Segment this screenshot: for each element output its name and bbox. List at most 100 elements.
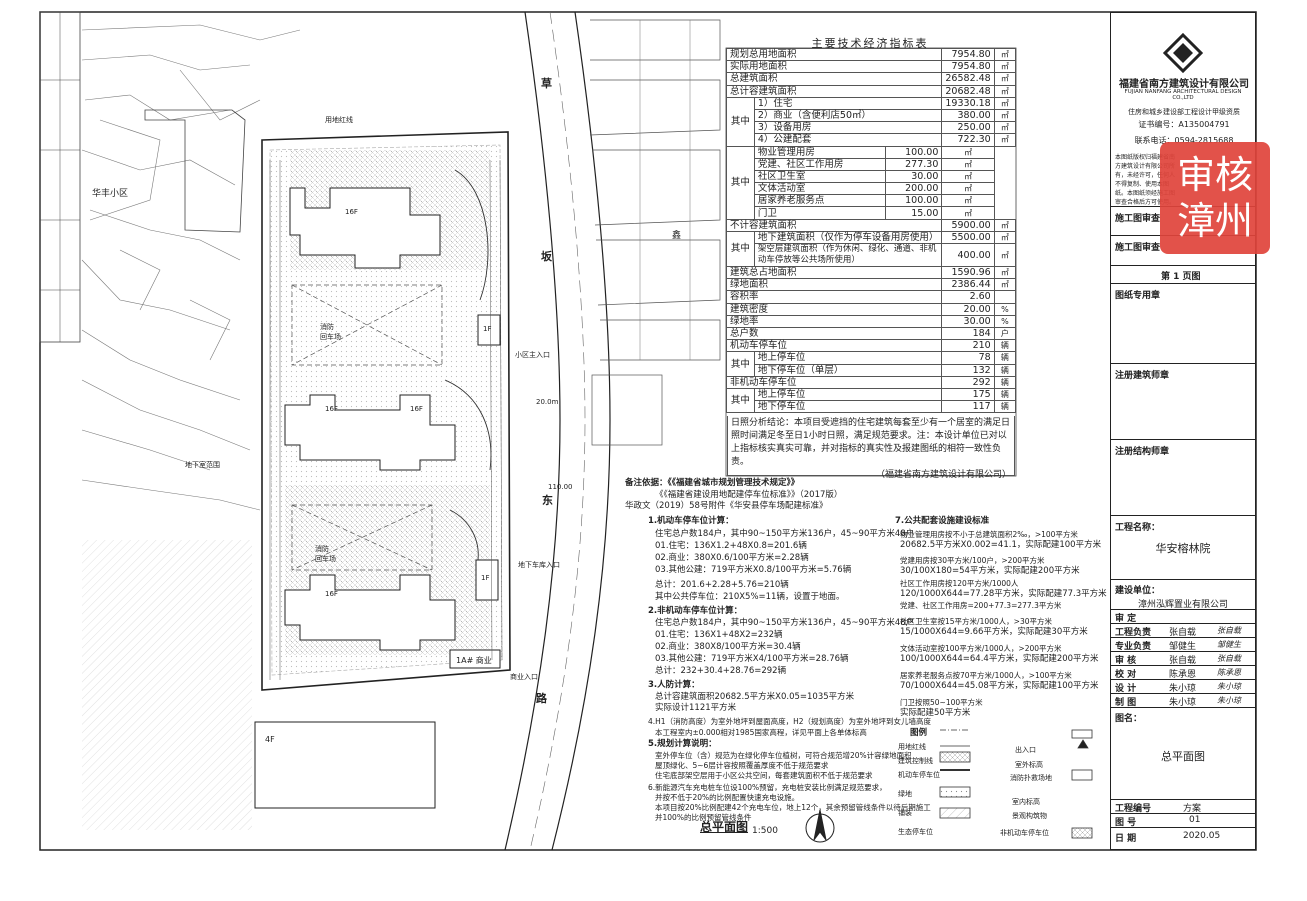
indicator-value: 100.00	[884, 194, 943, 208]
redline-label: 用地红线	[325, 116, 353, 124]
stage-value: 方案	[1183, 804, 1202, 814]
road-width-label: 20.0m	[536, 398, 559, 406]
notes-s1e: 总计：201.6+2.28+5.76=210辆	[655, 580, 789, 590]
indicator-value: 15.00	[884, 206, 943, 220]
legend-item: 建筑控制线	[898, 757, 933, 765]
company-logo-icon	[1162, 32, 1204, 74]
notes-c7g: 党建、社区工作用房=200+77.3=277.3平方米	[900, 601, 1062, 610]
fire-yard-label-2: 消防 回车场	[315, 545, 336, 563]
indicator-name: 3）设备用房	[753, 121, 943, 135]
indicator-unit: ㎡	[993, 265, 1017, 280]
indicator-note-sign: （福建省南方建筑设计有限公司）	[875, 470, 1011, 480]
legend-item: 消防扑救场地	[1010, 774, 1052, 782]
road-label-north-2: 坂	[541, 250, 552, 263]
staff-signature: 朱小琼	[1217, 696, 1241, 705]
staff-signature: 张自载	[1217, 626, 1241, 635]
indicator-value: 19330.18	[941, 96, 995, 110]
staff-role: 工程负责	[1115, 628, 1152, 638]
indicator-name: 门卫	[753, 206, 886, 220]
company-name: 福建省南方建筑设计有限公司	[1119, 79, 1249, 90]
indicator-unit: %	[993, 302, 1017, 316]
indicator-group-label: 其中	[726, 351, 755, 377]
staff-name: 邹健生	[1169, 642, 1197, 652]
indicator-unit: ㎡	[941, 157, 995, 171]
indicator-unit: ㎡	[993, 108, 1017, 123]
client-name: 漳州泓辉置业有限公司	[1137, 600, 1228, 610]
indicator-value: 20.00	[941, 302, 995, 316]
indicator-value: 200.00	[884, 182, 943, 196]
notes-s1: 1.机动车停车位计算：	[648, 516, 734, 526]
indicator-name: 不计容建筑面积	[725, 218, 943, 232]
indicator-unit: ㎡	[993, 133, 1017, 147]
indicator-value: 722.30	[941, 133, 995, 147]
indicator-name: 建筑总占地面积	[725, 265, 943, 280]
indicator-value: 380.00	[941, 108, 995, 123]
notes-s1f: 其中公共停车位：210X5%=11辆，设置于地面。	[655, 592, 845, 602]
notes-c7c: 党建用房按30平方米/100户，>200平方米	[900, 556, 1045, 565]
indicator-unit: ㎡	[993, 218, 1017, 232]
staff-row: 设 计朱小琼朱小琼	[1111, 679, 1255, 694]
indicator-note: 日照分析结论：本项目受遮挡的住宅建筑每套至少有一个居室的满足日照时间满足冬至日1…	[727, 416, 1015, 480]
cert-label: 住房和城乡建设部工程设计甲级资质	[1128, 108, 1240, 116]
notes-s1d: 03.其他公建：719平方米X0.8/100平方米=5.76辆	[655, 565, 852, 575]
drawing-no-value: 01	[1189, 815, 1201, 825]
indicator-name: 容积率	[725, 290, 943, 304]
underground-line-label: 地下室范围	[185, 461, 220, 469]
notes-s2b: 01.住宅：136X1+48X2=232辆	[655, 630, 783, 640]
indicator-unit: 辆	[993, 363, 1017, 377]
legend-item: 铺装	[898, 809, 912, 817]
legend-item: 绿地	[898, 790, 912, 798]
section-architect-label: 注册建筑师章	[1115, 371, 1170, 381]
stage-label: 工程编号	[1115, 804, 1152, 814]
indicator-name: 绿地面积	[725, 278, 943, 292]
indicator-value: 20682.48	[941, 84, 995, 98]
notes-s2a: 住宅总户数184户，其中90~150平方米136户，45~90平方米48户	[655, 618, 915, 628]
indicator-name: 社区卫生室	[753, 169, 886, 184]
indicator-table-title: 主要技术经济指标表	[811, 37, 929, 50]
indicator-group-label: 其中	[726, 96, 755, 147]
notes-c7f: 120/1000X644=77.28平方米，实际配建77.3平方米	[900, 589, 1107, 599]
indicator-unit: 辆	[993, 375, 1017, 389]
tower-3-label: 16F	[410, 405, 423, 413]
road-label-south-1: 东	[542, 494, 553, 507]
legend-item: 室外标高	[1015, 761, 1043, 769]
staff-name: 陈承恩	[1169, 670, 1197, 680]
indicator-value: 132	[941, 363, 995, 377]
notes-s3: 3.人防计算：	[648, 680, 700, 690]
indicator-value: 26582.48	[941, 72, 995, 86]
indicator-unit: ㎡	[941, 194, 995, 208]
staff-signature: 张自载	[1217, 654, 1241, 663]
legend-title: 图例	[910, 728, 928, 738]
indicator-unit: 户	[993, 326, 1017, 341]
indicator-name: 物业管理用房	[753, 145, 886, 159]
notes-c7n: 门卫按照50~100平方米	[900, 698, 983, 707]
indicator-unit: ㎡	[993, 121, 1017, 135]
indicator-value: 2.60	[941, 290, 995, 304]
notes-c7b: 20682.5平方米X0.002=41.1，实际配建100平方米	[900, 540, 1102, 550]
notes-s2e: 总计：232+30.4+28.76=292辆	[655, 666, 787, 676]
staff-row: 校 对陈承恩陈承恩	[1111, 665, 1255, 680]
indicator-value: 277.30	[884, 157, 943, 171]
indicator-name: 地下停车位（单层）	[753, 363, 943, 377]
notes-s2d: 03.其他公建：719平方米X4/100平方米=28.76辆	[655, 654, 849, 664]
notes-s6c: 并100%的比例预留管线条件	[655, 813, 752, 822]
indicator-unit	[993, 290, 1017, 304]
notes-c7: 7.公共配套设施建设标准	[895, 516, 990, 526]
indicator-name: 地下停车位	[753, 400, 943, 414]
indicator-value: 292	[941, 375, 995, 389]
staff-signature: 邹健生	[1217, 640, 1241, 649]
plan-title: 总平面图	[700, 820, 749, 834]
indicator-name: 总建筑面积	[725, 72, 943, 86]
notes-c7i: 15/1000X644=9.66平方米，实际配建30平方米	[900, 627, 1088, 637]
indicator-name: 绿地率	[725, 314, 943, 328]
indicator-unit: ㎡	[941, 169, 995, 184]
